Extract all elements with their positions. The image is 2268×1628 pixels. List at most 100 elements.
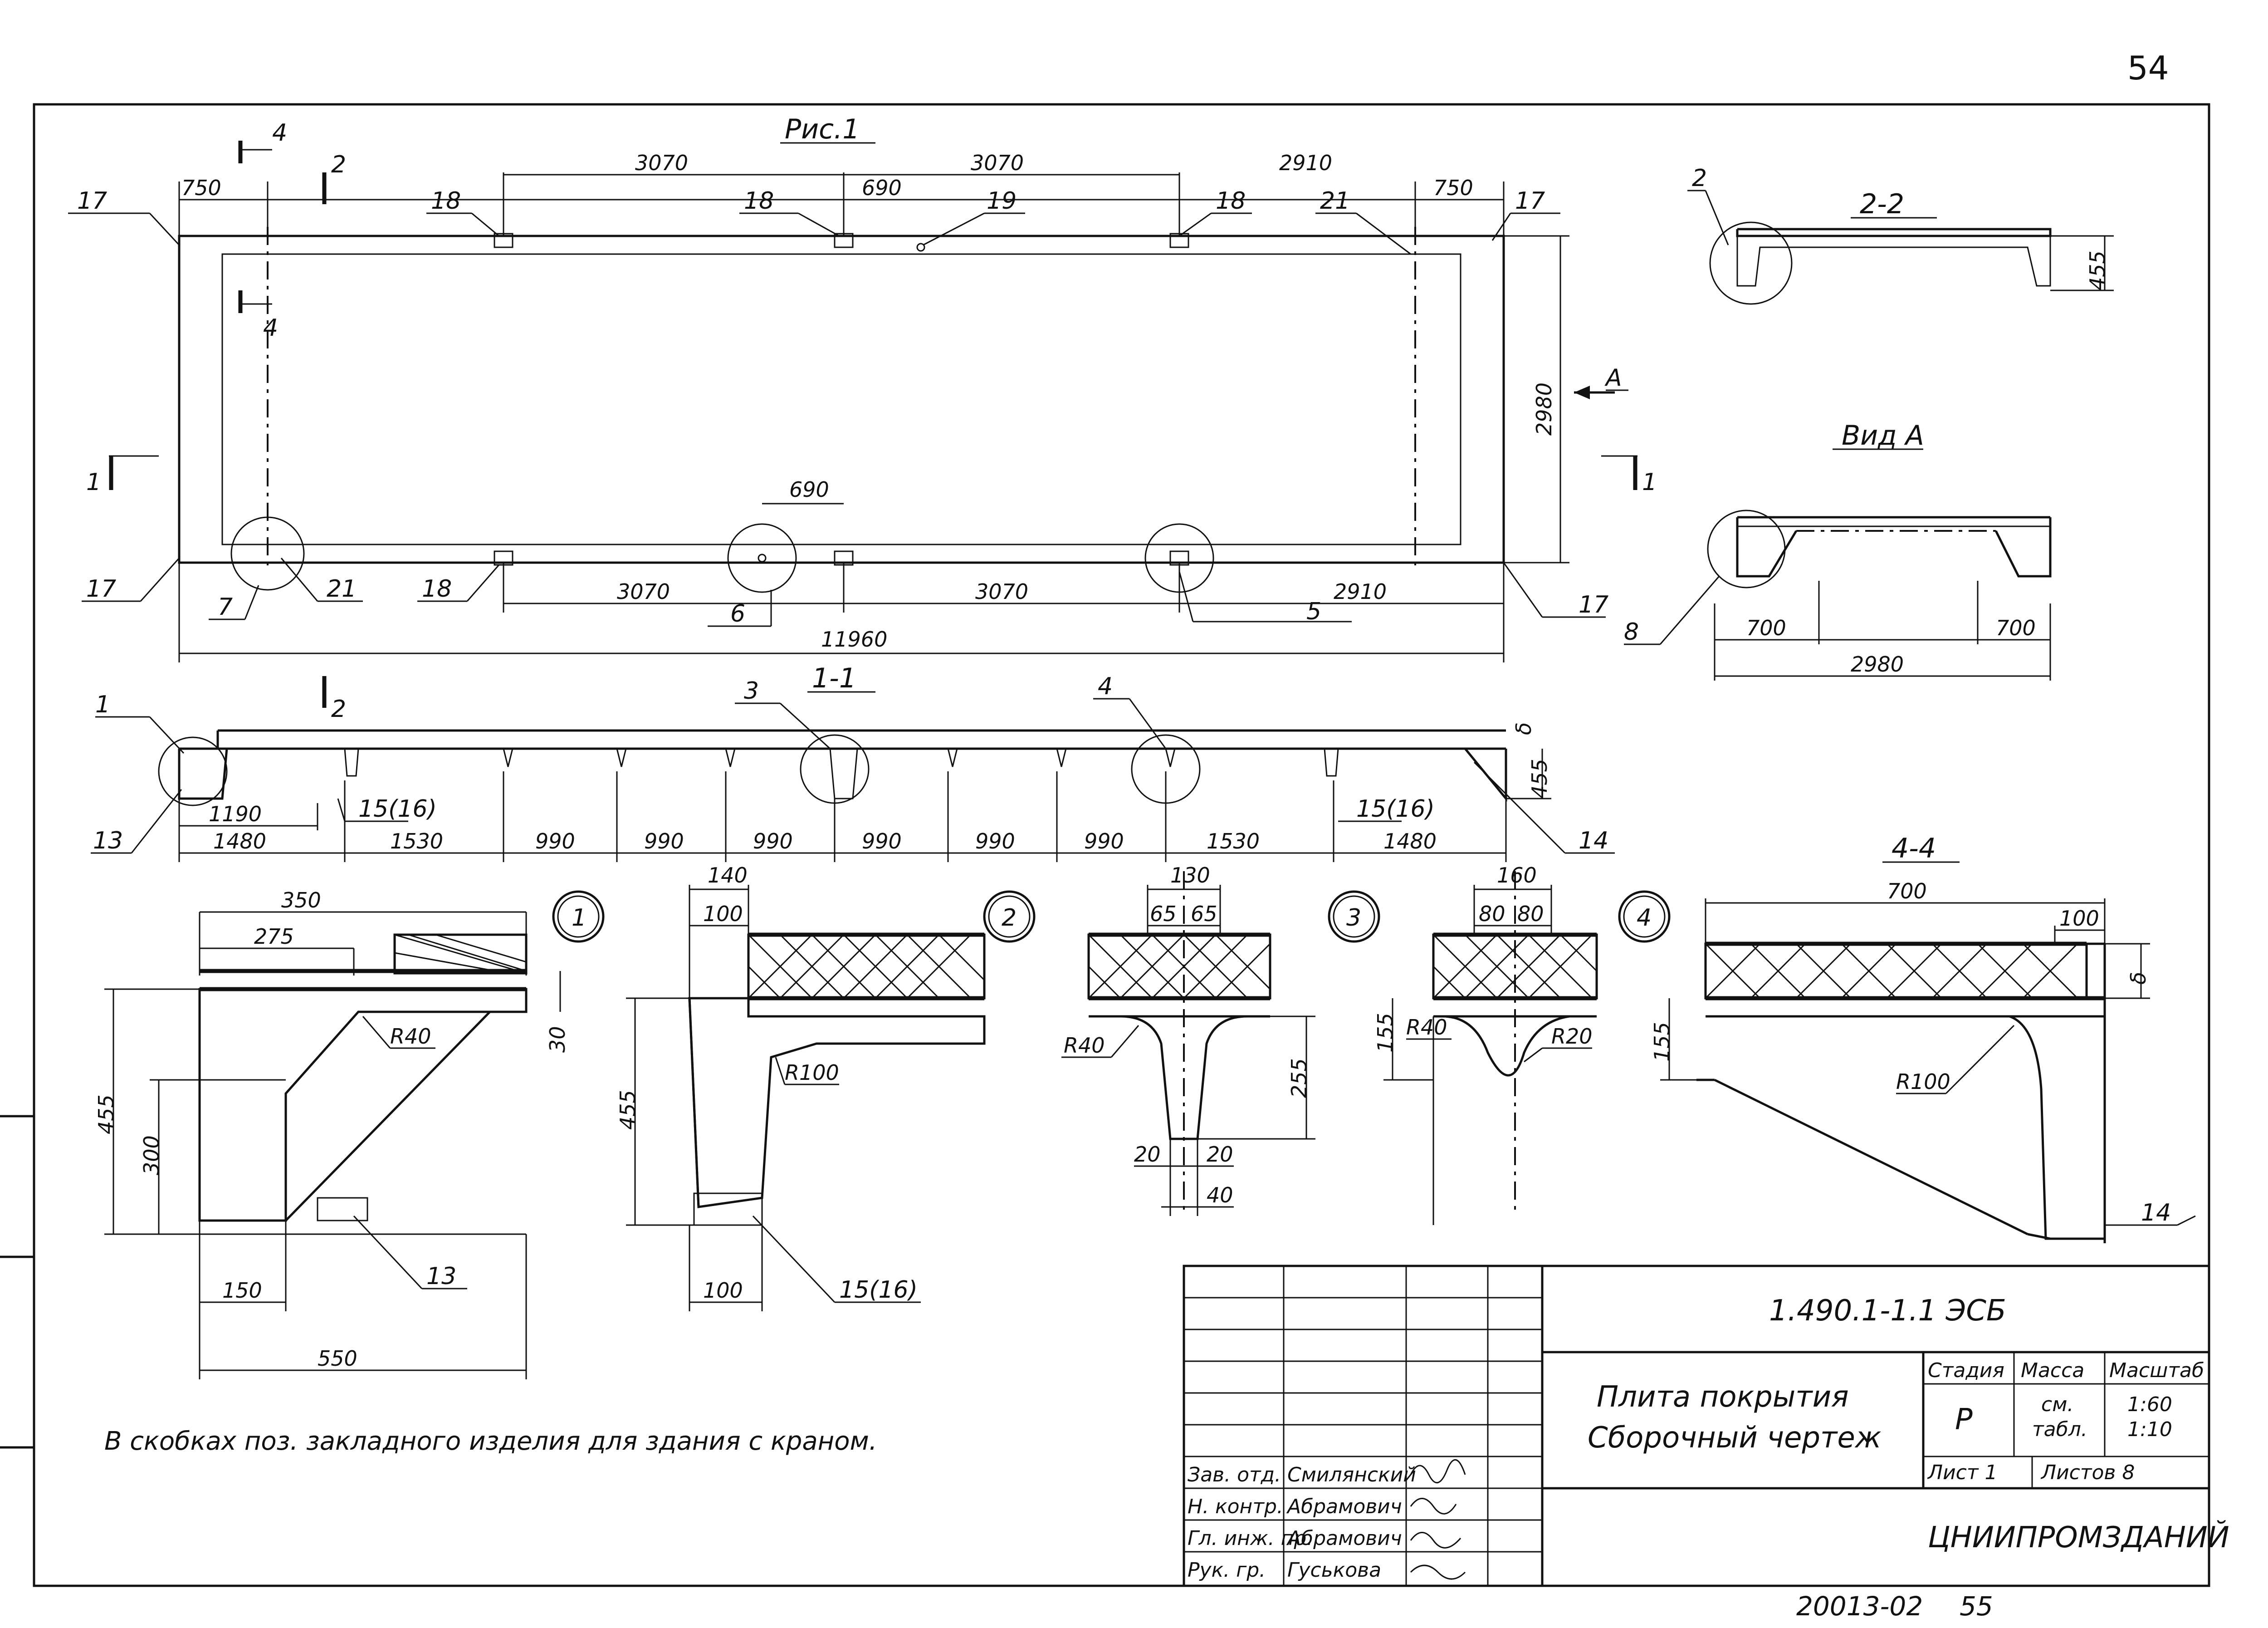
title-block-scale-label-label: Масштаб	[2109, 1359, 2204, 1382]
rib-outline	[221, 253, 1461, 545]
document-code: 1.490.1-1.1 ЭСБ	[1769, 1294, 2006, 1328]
section-4-4-dims-0-label: 700	[1887, 879, 1927, 903]
section-4-4: 4-4 700 100 δ 155 R100 14	[1650, 833, 2196, 1243]
section-1-1-dim-1190-label: 1190	[209, 802, 262, 826]
detail-1-dims-1-label: 275	[254, 924, 294, 949]
dim-2910: 2910	[1279, 151, 1332, 175]
plan-callouts: 17 18 18 19 18 21 17 17 18 7 21 6 5	[68, 187, 1608, 628]
title-block-signatures-2-name-label: Абрамович	[1286, 1527, 1402, 1550]
title-block-sheet-label-label: Лист 1	[1927, 1461, 1997, 1484]
detail-3-dims-4-label: 20	[1134, 1142, 1161, 1167]
detail-4-dims-2-label: 80	[1517, 902, 1544, 926]
view-a-dims-0-label: 700	[1746, 616, 1786, 640]
view-a-marker: А	[1604, 364, 1622, 392]
plan-callouts-4-label: 18	[1216, 187, 1246, 215]
dim-3070: 3070	[975, 579, 1028, 604]
section-1-1-dims-0-label: 1480	[213, 829, 266, 853]
detail-circles-0-label: 1	[572, 904, 587, 932]
section-4-4-dims-3-label: 155	[1650, 1022, 1674, 1062]
section-marks-cut-2-top-label: 2	[331, 151, 346, 178]
section-marks-cut-1-left-label: 1	[86, 469, 101, 496]
detail-3-radius-label: R40	[1064, 1033, 1105, 1058]
detail-3: 130 65 65 255 20 20 40 R40	[1061, 863, 1315, 1216]
section-4-4-radius-label: R100	[1896, 1069, 1950, 1094]
detail-circle-7	[230, 516, 305, 591]
plan-callouts-11-label: 6	[730, 600, 745, 628]
detail-2-callout-label: 15(16)	[839, 1276, 918, 1304]
note-text: В скобках поз. закладного изделия для зд…	[104, 1427, 877, 1456]
detail-circles-1-label: 2	[1002, 904, 1017, 932]
section-marks-cut-1-right-label: 1	[1642, 469, 1657, 496]
plan-callouts-6-label: 17	[1515, 187, 1545, 215]
detail-1: 350 275 30 455 300 150 550 R40 13	[94, 888, 570, 1379]
section-2-2-title: 2-2	[1860, 188, 1904, 220]
section-marks-cut-4-top-label: 4	[272, 119, 287, 147]
detail-3-dims-1-label: 65	[1150, 902, 1177, 926]
plan-callouts-10-label: 21	[327, 575, 357, 603]
section-4-4-dims-1-label: 100	[2059, 906, 2099, 931]
detail-4: 160 80 80 155 R40 R20	[1373, 863, 1598, 1225]
section-1-1-callouts-6-label: 14	[1579, 827, 1608, 854]
view-a-dims-2-label: 2980	[1851, 652, 1904, 677]
view-a-callout-label: 8	[1624, 618, 1639, 646]
view-a: Вид А 700 700 2980 8	[1624, 420, 2052, 681]
plan-callouts-3-label: 19	[987, 187, 1017, 215]
plan-callouts-0-label: 17	[77, 187, 107, 215]
title-block-signatures-0-role-label: Зав. отд.	[1188, 1463, 1281, 1486]
slab-outline	[178, 235, 1505, 564]
detail-circle-1-marker	[158, 736, 228, 806]
title-block-mass-label-label: Масса	[2021, 1359, 2084, 1382]
detail-1-dims-4-label: 300	[139, 1135, 164, 1175]
section-1-1-dims-6-label: 990	[975, 829, 1015, 853]
detail-2-dims-2-label: 455	[616, 1090, 640, 1130]
title-block-signatures-1-name-label: Абрамович	[1286, 1495, 1402, 1518]
section-1-1-dims-7-label: 990	[1084, 829, 1124, 853]
title-block-scale-value-1-label: 1:60	[2127, 1393, 2172, 1416]
section-cut-marks: 4 4 2 2 1 1	[86, 119, 1657, 723]
detail-circles-3-label: 4	[1637, 904, 1652, 932]
plan-callouts-9-label: 7	[218, 593, 233, 621]
section-1-1-dims-1-label: 1530	[390, 829, 443, 853]
dim-3070: 3070	[971, 151, 1024, 175]
section-1-1-height-label: 455	[1527, 759, 1552, 799]
section-1-1-dims-2-label: 990	[535, 829, 575, 853]
archive-sheet: 55	[1960, 1591, 1993, 1622]
section-1-1-dims-9-label: 1480	[1383, 829, 1437, 853]
section-1-1-callouts-4-label: 15(16)	[358, 795, 437, 823]
title-block-sheets-label-label: Листов 8	[2040, 1461, 2135, 1484]
dim-width: 2980	[1532, 382, 1556, 436]
detail-1-dims-6-label: 550	[318, 1346, 357, 1371]
section-1-1-callouts-0-label: 1	[95, 691, 110, 718]
detail-4-dims-1-label: 80	[1479, 902, 1505, 926]
title-block-stage-label-label: Стадия	[1928, 1359, 2004, 1382]
section-1-1-callouts-5-label: 15(16)	[1356, 795, 1435, 823]
section-4-4-callout-label: 14	[2141, 1199, 2171, 1226]
detail-circle-6	[727, 523, 797, 593]
detail-circle-markers: 1 2 3 4	[552, 890, 1671, 943]
title-block-scale-value-2-label: 1:10	[2127, 1418, 2172, 1441]
detail-4-dims-0-label: 160	[1497, 863, 1537, 888]
detail-2-dims-1-label: 100	[703, 902, 743, 926]
plan-callouts-5-label: 21	[1320, 187, 1350, 215]
section-marks-cut-2-bottom-label: 2	[331, 696, 346, 723]
section-1-1-title: 1-1	[812, 662, 856, 694]
section-4-4-dims-2-label: δ	[2126, 972, 2151, 985]
detail-2-dims-3-label: 100	[703, 1278, 743, 1303]
detail-3-dims-2-label: 65	[1191, 902, 1217, 926]
detail-1-dims-2-label: 30	[545, 1026, 570, 1053]
detail-1-dims-3-label: 455	[94, 1094, 118, 1134]
detail-2-dims-0-label: 140	[708, 863, 748, 888]
title-block-signatures-2-role-label: Гл. инж. пр.	[1188, 1527, 1313, 1550]
title-block-signatures-1-role-label: Н. контр.	[1188, 1495, 1283, 1518]
detail-2-radius-label: R100	[785, 1060, 839, 1085]
section-2-2-callout-label: 2	[1692, 165, 1707, 192]
dim-750-right: 750	[1433, 176, 1473, 200]
detail-circles-2-label: 3	[1346, 904, 1361, 932]
title-block-signatures-0-name-label: Смилянский	[1287, 1463, 1416, 1486]
plan-callouts-7-label: 17	[86, 575, 116, 603]
title-block: 1.490.1-1.1 ЭСБ Плита покрытия Сборочный…	[1183, 1265, 2229, 1587]
plan-callouts-13-label: 17	[1579, 591, 1608, 618]
dim-3070: 3070	[635, 151, 688, 175]
plan-callouts-12-label: 5	[1306, 598, 1321, 625]
